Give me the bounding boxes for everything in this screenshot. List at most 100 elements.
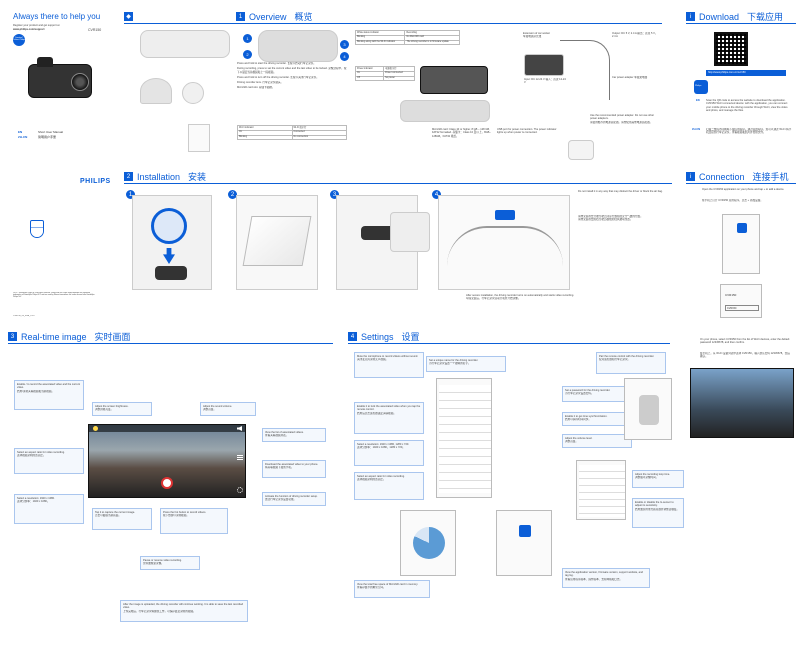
about-app-logo bbox=[519, 525, 531, 537]
set-callout-1-en: Mute the microphone to record videos wit… bbox=[357, 355, 418, 358]
set-callout-11-en: View the total free space of MicroSD car… bbox=[357, 583, 419, 586]
set-callout-9: Adjust the recording loop time. 调整循环录像时间… bbox=[632, 470, 684, 488]
rt-callout-3: Adjust the sound volume. 调整音量。 bbox=[200, 402, 256, 416]
settings-phone-remote[interactable] bbox=[624, 378, 672, 440]
overview-side-num: ◆ bbox=[124, 10, 137, 23]
set-callout-13: Pair the remote control with the driving… bbox=[596, 352, 666, 374]
set-callout-1-zh: 关闭麦克风录制无声视频。 bbox=[357, 358, 389, 362]
app-icon-tile[interactable]: Philips bbox=[694, 80, 708, 94]
settings-phone-about[interactable] bbox=[496, 510, 552, 576]
settings-phone-list[interactable] bbox=[436, 378, 492, 498]
settings-phone-options[interactable] bbox=[576, 460, 626, 520]
rt-callout-5-en: View the list of associated videos. bbox=[265, 431, 304, 434]
set-callout-9-zh: 调整循环录像时间。 bbox=[635, 476, 659, 480]
brightness-icon[interactable] bbox=[93, 426, 98, 431]
overview-item: Driving recorder lens. 行车记录仪镜头。 bbox=[237, 81, 284, 85]
rt-callout-2: Adjust the screen brightness. 调整屏幕亮度。 bbox=[92, 402, 152, 416]
realtime-screen[interactable] bbox=[88, 424, 246, 498]
download-link[interactable]: http://www.philips.com.cn/cvr150 bbox=[706, 70, 786, 76]
mounted-camera-icon bbox=[155, 266, 187, 280]
rt-callout-5-zh: 查看关联视频列表。 bbox=[265, 434, 289, 438]
set-callout-2-en: Set a unique name for the driving record… bbox=[429, 359, 479, 362]
rt-callout-11-zh: 暂停或恢复录像。 bbox=[143, 562, 164, 566]
storage-pie-chart bbox=[413, 527, 445, 559]
rt-callout-6-zh: 将关联视频下载到手机。 bbox=[265, 466, 294, 470]
set-callout-6-zh: 调整音量。 bbox=[565, 440, 578, 444]
dashcam-mount-icon bbox=[37, 57, 53, 67]
connection-title-cn: 连接手机 bbox=[752, 172, 789, 182]
set-callout-7-zh: 选择分辨率：1920 x 1080，1280 x 720。 bbox=[357, 446, 405, 450]
install-note-3-zh: 牢固安装后，行车记录仪自动开机并开始录像。 bbox=[466, 297, 521, 301]
connection-num-badge: i bbox=[686, 172, 695, 181]
volume-icon[interactable] bbox=[237, 426, 242, 431]
usb-port-note: USB port for power connection. The power… bbox=[497, 128, 557, 135]
overview-side-num-badge: ◆ bbox=[124, 12, 133, 21]
overview-callout-2: 2 bbox=[243, 50, 252, 59]
connection-header: i Connection 连接手机 bbox=[686, 170, 789, 183]
philips-app-logo bbox=[737, 223, 747, 233]
install-note-2-en: 请勿安装在会阻挡驾驶员视线的挡风玻璃位置。 bbox=[578, 218, 633, 222]
install-note-3-en: After secure installation, the driving r… bbox=[466, 294, 574, 297]
rt-callout-3-zh: 调整音量。 bbox=[203, 408, 216, 412]
rt-callout-9-zh: 点击以截取当前画面。 bbox=[95, 514, 121, 518]
qr-code[interactable] bbox=[714, 32, 748, 66]
indicator-cell: The driving recorder is in firmware upda… bbox=[404, 39, 460, 46]
cigarette-en: Extension of car socket bbox=[523, 32, 550, 35]
install-note-2: 请勿安装在会分散驾驶员注意力或阻挡安全气囊的位置。 请勿安装在会阻挡驾驶员视线的… bbox=[578, 215, 666, 222]
cover-doc-code: CVR150_93_sUM_V1.0 bbox=[13, 315, 35, 317]
dashcam-side-image bbox=[258, 30, 338, 62]
settings-header: 4 Settings 设置 bbox=[348, 330, 420, 343]
screen-toolbar bbox=[89, 425, 245, 432]
capture-button-icon[interactable] bbox=[161, 477, 173, 489]
set-callout-3-en: Set a password for the driving recorder. bbox=[565, 389, 611, 392]
cover-zh-title: 简明用户手册 bbox=[38, 135, 57, 139]
set-callout-11-zh: 查看存储卡的剩余空间。 bbox=[357, 586, 386, 590]
video-list-icon[interactable] bbox=[237, 455, 243, 461]
set-callout-1: Mute the microphone to record videos wit… bbox=[354, 352, 424, 378]
set-callout-7: Select a resolution: 1920 x 1080, 1280 x… bbox=[354, 440, 424, 466]
rt-callout-7: Select a resolution: 1920 x 1080. 选择分辨率：… bbox=[14, 494, 84, 524]
charger-output: Output: DC 5 V, 2.4 A 输出：直流 5 V，2.4 A bbox=[612, 32, 658, 39]
rt-callout-6-en: Download the associated video to your ph… bbox=[265, 463, 319, 466]
install-note-1-en: Do not install it in any way that may di… bbox=[578, 190, 663, 193]
overview-num-badge: 1 bbox=[236, 12, 245, 21]
set-callout-12-zh: 查看应用程序版本、固件版本、支持网站和日志。 bbox=[565, 577, 623, 581]
install-note-2-zh: 请勿安装在会分散驾驶员注意力或阻挡安全气囊的位置。 bbox=[578, 215, 643, 218]
overview-item: MicroSD card slot. 存储卡插槽。 bbox=[237, 86, 275, 90]
set-callout-12-en: View the application version, firmware v… bbox=[565, 571, 643, 578]
cover-en-title: Short User Manual bbox=[38, 130, 64, 134]
install-step-2-image bbox=[236, 195, 318, 290]
overview-rule bbox=[124, 23, 662, 24]
rt-bottom-note: After the image is uploaded, the driving… bbox=[120, 600, 248, 622]
set-callout-10-en: Enable or disable the G-sensor to adjust… bbox=[635, 501, 674, 508]
settings-phone-storage[interactable] bbox=[400, 510, 456, 576]
overview-callout-4: 4 bbox=[340, 52, 349, 61]
wifi-ssid-input[interactable]: CVR150 bbox=[725, 305, 759, 311]
wifi-ssid[interactable]: CVR150 bbox=[725, 293, 737, 297]
download-title-cn: 下载应用 bbox=[747, 12, 784, 22]
connection-title: Connection bbox=[699, 171, 745, 182]
cover-url[interactable]: www.philips.com/support bbox=[13, 28, 45, 31]
overview-item-list: Press and hold to start the driving reco… bbox=[237, 62, 347, 92]
install-step-3: 3 bbox=[330, 190, 339, 199]
cover-panel: Always there to help you Register your p… bbox=[0, 0, 118, 330]
charger-note-zh: 请使用推荐的电源适配器。请勿使用其他电源适配器。 bbox=[590, 120, 653, 124]
set-callout-4-en: Enable it to get time synchronization. bbox=[565, 415, 608, 418]
set-callout-6-en: Adjust the volume level. bbox=[565, 437, 593, 440]
rt-callout-10-zh: 按下热键以录制视频。 bbox=[163, 514, 189, 518]
app-icon-label: Philips bbox=[695, 85, 702, 87]
options-list-lines bbox=[579, 465, 625, 517]
settings-icon[interactable] bbox=[237, 487, 243, 493]
rt-callout-2-zh: 调整屏幕亮度。 bbox=[95, 408, 114, 412]
indicator-cell: Blinking along with the Wi-Fi indicator bbox=[354, 39, 406, 46]
rt-callout-3-en: Adjust the sound volume. bbox=[203, 405, 233, 408]
question-badge: Question? Contact Philips bbox=[13, 34, 25, 46]
install-detail-image bbox=[390, 212, 430, 252]
overview-callout-3: 3 bbox=[340, 40, 349, 49]
realtime-title: Real-time image bbox=[21, 331, 87, 342]
status-cell: No connection bbox=[291, 134, 347, 141]
realtime-num-badge: 3 bbox=[8, 332, 17, 341]
rt-bottom-en: After the image is uploaded, the driving… bbox=[123, 603, 244, 610]
rt-callout-8-en: Activate the function of driving recorde… bbox=[265, 495, 318, 498]
